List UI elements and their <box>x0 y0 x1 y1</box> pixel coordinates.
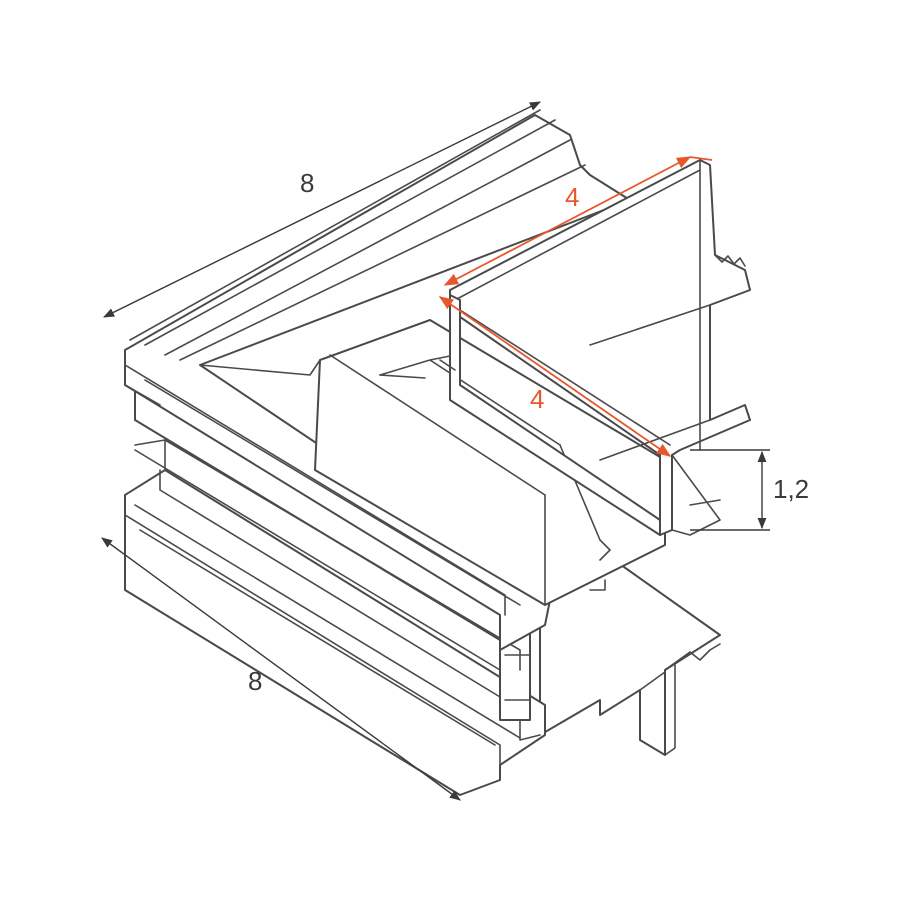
dimension-top-length: 8 <box>102 101 542 318</box>
top-length-label: 8 <box>300 168 314 198</box>
dimension-inner-depth: 4 <box>438 296 672 457</box>
bottom-length-label: 8 <box>248 666 262 696</box>
top-length-line <box>102 101 542 318</box>
inner-depth-label: 4 <box>530 384 544 414</box>
dimension-height: 1,2 <box>690 449 809 531</box>
height-label: 1,2 <box>773 474 809 504</box>
inner-depth-line <box>438 296 672 457</box>
bottom-length-line <box>101 537 461 801</box>
channel-floor <box>314 319 666 606</box>
dimension-inner-width: 4 <box>443 156 713 286</box>
inner-width-tick <box>689 156 713 161</box>
dimension-bottom-length: 8 <box>101 537 461 801</box>
inner-width-line <box>443 156 692 286</box>
inner-width-label: 4 <box>565 182 579 212</box>
